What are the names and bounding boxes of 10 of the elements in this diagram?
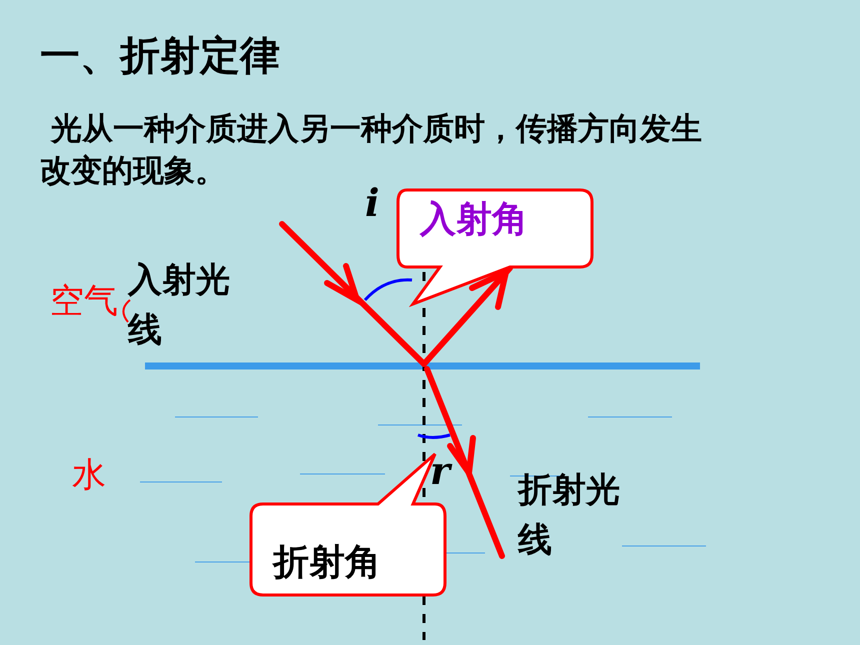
ray-label: 折射光线	[518, 469, 621, 562]
callout-bubble	[395, 187, 595, 307]
medium-label: 水	[72, 454, 106, 497]
callout-text: 入射角	[420, 198, 528, 242]
medium-label: 空气	[50, 280, 118, 323]
angle-symbol: i	[365, 180, 380, 225]
callout-text: 折射角	[273, 541, 381, 585]
angle-symbol: r	[430, 448, 450, 493]
heading: 一、折射定律	[40, 32, 280, 81]
ray-label: 入射光线	[128, 259, 231, 352]
